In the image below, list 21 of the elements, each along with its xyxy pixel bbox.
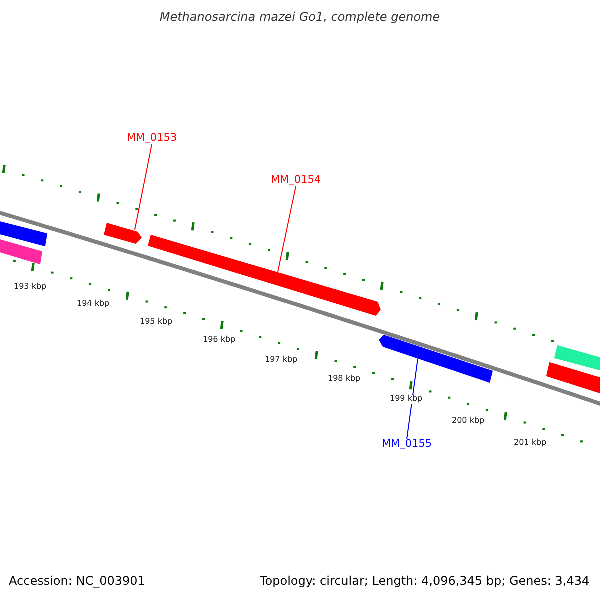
scale-label: 199 kbp [390,395,423,404]
title: Methanosarcina mazei Go1, complete genome [158,11,442,24]
leader-line [406,358,418,440]
scale-label: 200 kbp [452,417,485,426]
footer-text: Topology: circular; Length: 4,096,345 bp; Genes: 3,434 [260,575,590,588]
gene-feature [379,335,493,383]
scale-label: 196 kbp [203,336,236,345]
gene-label: MM_0155 [382,439,432,451]
footer-text: Accession: NC_003901 [9,575,146,588]
scale-label: 197 kbp [265,356,298,365]
scale-label: 201 kbp [514,439,547,448]
leader-line [134,144,153,230]
leader-line [278,186,297,272]
scale-label: 193 kbp [14,283,47,292]
gene-feature [104,223,142,244]
scale-label: 198 kbp [328,375,361,384]
scale-label: 194 kbp [77,300,110,309]
gene-feature [148,235,381,316]
gene-label: MM_0153 [127,133,178,145]
gene-label: MM_0154 [271,175,322,187]
scale-label: 195 kbp [140,318,173,327]
